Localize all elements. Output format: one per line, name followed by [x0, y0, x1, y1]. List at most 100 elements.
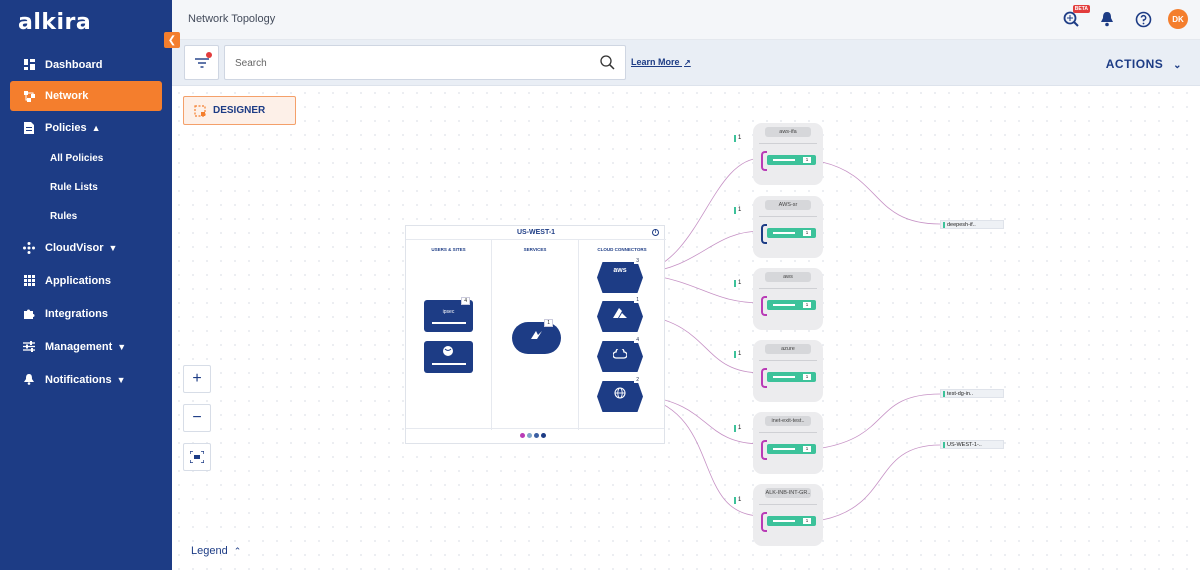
- designer-label: DESIGNER: [213, 105, 266, 116]
- applications-icon: [22, 274, 36, 288]
- sidebar-item-management[interactable]: Management ▼: [0, 330, 172, 363]
- site-card-ipsec[interactable]: 4 ipsec: [424, 297, 473, 332]
- region-box[interactable]: US-WEST-1 i USERS & SITES 4 ipsec SERVIC…: [405, 225, 666, 444]
- sidebar-collapse-button[interactable]: ❮: [164, 32, 180, 48]
- sidebar-item-label: Policies: [45, 121, 87, 134]
- bell-icon: [22, 373, 36, 387]
- sidebar-nav: Dashboard Network Policies ▲ All Policie…: [0, 48, 172, 396]
- node-divider: [759, 360, 817, 361]
- tag-deepesh[interactable]: deepesh-if..: [940, 220, 1004, 229]
- connector-internet[interactable]: 2: [597, 377, 643, 412]
- service-node[interactable]: 1: [512, 319, 561, 354]
- sidebar-item-label: All Policies: [50, 153, 104, 164]
- connector-count-badge: 4: [634, 337, 641, 343]
- node-count: 1: [734, 424, 746, 432]
- sidebar-item-label: Dashboard: [45, 58, 103, 71]
- region-title: US-WEST-1 i: [406, 226, 666, 240]
- search-icon[interactable]: [600, 55, 615, 75]
- topology-links: [643, 157, 941, 521]
- dot[interactable]: [541, 433, 546, 438]
- sidebar: alkira Dashboard Network Policies ▲ All …: [0, 0, 172, 570]
- connector-node-inet-exit[interactable]: inet-exit-test.. 1: [753, 412, 823, 474]
- designer-button[interactable]: DESIGNER: [183, 96, 296, 125]
- region-pagination-dots[interactable]: [520, 433, 546, 438]
- site-label: ipsec: [442, 309, 455, 315]
- sidebar-item-integrations[interactable]: Integrations: [0, 297, 172, 330]
- zoom-out-button[interactable]: −: [183, 404, 211, 432]
- chevron-up-icon: ▲: [91, 122, 101, 133]
- beta-badge: BETA: [1072, 5, 1090, 13]
- search-insights-button[interactable]: BETA: [1060, 5, 1090, 30]
- site-bar: [432, 363, 466, 365]
- connector-count-badge: 2: [634, 377, 641, 383]
- info-icon[interactable]: i: [652, 229, 659, 236]
- node-divider: [759, 216, 817, 217]
- connector-cloud[interactable]: 4: [597, 337, 643, 372]
- user-avatar[interactable]: DK: [1168, 9, 1188, 29]
- region-footer-divider: [406, 428, 664, 429]
- tag-test-dg[interactable]: test-dg-in..: [940, 389, 1004, 398]
- connector-label: aws: [613, 267, 627, 274]
- filter-button[interactable]: [184, 45, 219, 80]
- node-name: azure: [765, 344, 811, 354]
- zoom-in-button[interactable]: +: [183, 365, 211, 393]
- node-bar: 1: [767, 372, 816, 382]
- policies-icon: [22, 121, 36, 135]
- connector-node-alk-inb[interactable]: ALK-INB-INT-GR.. 1: [753, 484, 823, 546]
- tag-us-west[interactable]: US-WEST-1-..: [940, 440, 1004, 449]
- sidebar-item-notifications[interactable]: Notifications ▼: [0, 363, 172, 396]
- connector-node-aws[interactable]: aws 1: [753, 268, 823, 330]
- sidebar-item-network[interactable]: Network: [10, 81, 162, 111]
- connector-node-aws-ifa[interactable]: aws-ifa 1: [753, 123, 823, 185]
- sidebar-item-rules[interactable]: Rules: [0, 202, 172, 231]
- hex-shape: [597, 381, 643, 412]
- search-input[interactable]: [235, 55, 585, 71]
- globe-user-icon: [443, 346, 453, 356]
- connector-node-aws-sr[interactable]: AWS-sr 1: [753, 196, 823, 258]
- legend-toggle[interactable]: Legend ⌃: [191, 545, 241, 557]
- firewall-icon: [531, 331, 542, 339]
- node-divider: [759, 143, 817, 144]
- node-count: 1: [734, 350, 746, 358]
- globe-icon: [614, 387, 626, 399]
- node-name: AWS-sr: [765, 200, 811, 210]
- node-bar: 1: [767, 155, 816, 165]
- plus-icon: +: [192, 370, 202, 387]
- dot[interactable]: [534, 433, 539, 438]
- node-bracket: [761, 151, 767, 171]
- sidebar-item-dashboard[interactable]: Dashboard: [0, 48, 172, 81]
- connector-node-azure[interactable]: azure 1: [753, 340, 823, 402]
- connector-azure[interactable]: 1: [597, 297, 643, 332]
- dot[interactable]: [520, 433, 525, 438]
- top-header: Network Topology BETA DK: [172, 0, 1200, 40]
- sidebar-item-applications[interactable]: Applications: [0, 264, 172, 297]
- sidebar-item-all-policies[interactable]: All Policies: [0, 144, 172, 173]
- node-bar: 1: [767, 516, 816, 526]
- site-card-remote-users[interactable]: [424, 341, 473, 373]
- sidebar-item-rule-lists[interactable]: Rule Lists: [0, 173, 172, 202]
- learn-more-label: Learn More: [631, 57, 680, 67]
- node-divider: [759, 288, 817, 289]
- search-globe-icon: [1063, 11, 1079, 27]
- chevron-up-icon: ⌃: [233, 545, 242, 556]
- fit-view-button[interactable]: [183, 443, 211, 471]
- page-title: Network Topology: [188, 13, 276, 25]
- network-icon: [22, 89, 36, 103]
- notifications-button[interactable]: [1096, 8, 1118, 30]
- connector-count-badge: 1: [634, 297, 641, 303]
- sidebar-item-policies[interactable]: Policies ▲: [0, 111, 172, 144]
- actions-dropdown[interactable]: ACTIONS ⌄: [1106, 57, 1182, 71]
- learn-more-link[interactable]: Learn More ↗: [631, 57, 691, 67]
- sidebar-item-cloudvisor[interactable]: CloudVisor ▼: [0, 231, 172, 264]
- connector-aws[interactable]: aws 3: [597, 258, 643, 293]
- alkira-logo[interactable]: alkira: [18, 10, 92, 35]
- external-link-icon: ↗: [684, 58, 691, 67]
- chevron-down-icon: ⌄: [1173, 60, 1182, 71]
- column-label: CLOUD CONNECTORS: [597, 247, 647, 252]
- users-sites-column: USERS & SITES 4 ipsec: [406, 240, 492, 430]
- chevron-down-icon: ▼: [116, 374, 126, 385]
- topology-canvas[interactable]: DESIGNER US-WEST-1 i USERS & SITES 4 ips…: [172, 86, 1200, 570]
- help-button[interactable]: [1132, 8, 1154, 30]
- sidebar-item-label: Rule Lists: [50, 182, 98, 193]
- dot[interactable]: [527, 433, 532, 438]
